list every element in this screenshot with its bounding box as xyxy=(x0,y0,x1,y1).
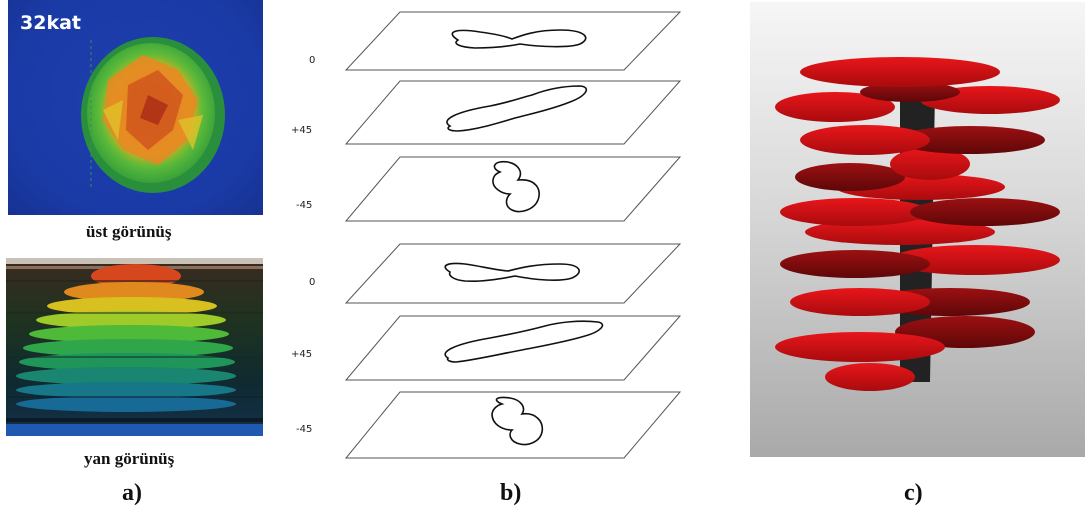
angle-label-4: 0 xyxy=(309,277,316,288)
cross-section-shape-5 xyxy=(444,320,604,363)
twisted-tower-illustration xyxy=(775,57,1060,391)
side-view-heatmap xyxy=(6,258,263,436)
angle-label-1: 0 xyxy=(309,55,316,66)
cross-section-shape-1 xyxy=(451,29,587,49)
layer-plane-2 xyxy=(344,80,682,145)
panel-a-letter: a) xyxy=(122,480,142,506)
layer-plane-6 xyxy=(344,391,682,459)
top-view-caption: üst görünüş xyxy=(86,222,172,241)
floor-slabs xyxy=(775,57,1060,391)
side-view-caption: yan görünüş xyxy=(84,449,175,468)
top-view-image: 32kat xyxy=(8,0,263,215)
angle-label-3: -45 xyxy=(296,200,313,211)
panel-b-letter: b) xyxy=(500,480,522,506)
rotated-floors-render xyxy=(750,2,1085,457)
layer-plane-4 xyxy=(344,243,682,304)
cross-section-shape-3 xyxy=(492,160,540,213)
angle-label-5: +45 xyxy=(291,349,313,360)
cross-section-shape-2 xyxy=(446,85,588,132)
panel-c-letter: c) xyxy=(904,480,923,506)
top-view-heatmap xyxy=(81,37,225,193)
layer-plane-3 xyxy=(344,156,682,222)
layer-stack-diagram xyxy=(344,11,682,459)
side-view-image xyxy=(6,258,263,436)
cross-section-shape-4 xyxy=(444,262,580,282)
cross-section-shape-6 xyxy=(491,396,544,446)
layer-plane-5 xyxy=(344,315,682,381)
angle-label-6: -45 xyxy=(296,424,313,435)
floor-count-label: 32kat xyxy=(20,12,81,34)
layer-plane-1 xyxy=(344,11,682,71)
angle-label-2: +45 xyxy=(291,125,313,136)
